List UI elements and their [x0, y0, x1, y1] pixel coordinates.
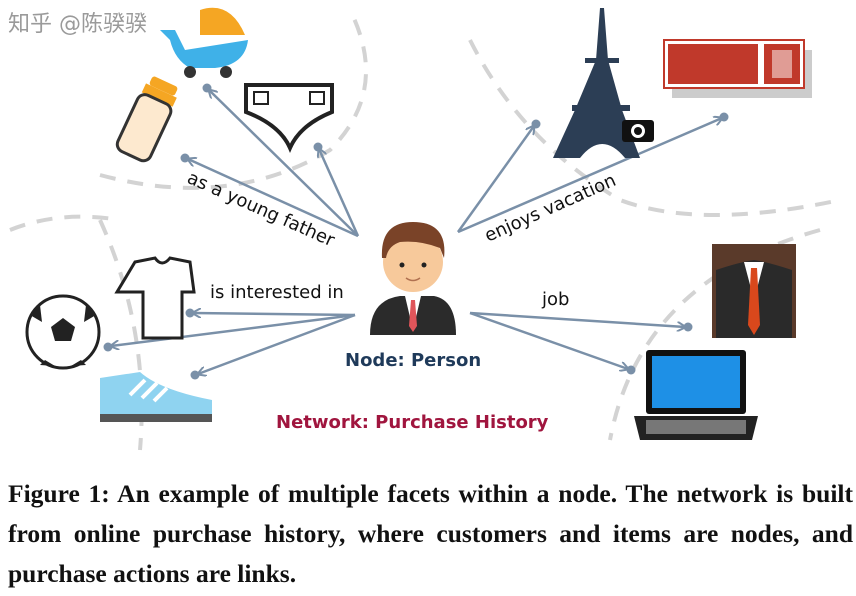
figure-diagram: as a young father enjoys vacation is int…	[9, 7, 841, 451]
person-icon	[370, 222, 456, 335]
label-interested-in: is interested in	[210, 282, 344, 303]
edge-endpoints	[103, 83, 729, 380]
edge-suit	[469, 311, 685, 327]
figure-caption: Figure 1: An example of multiple facets …	[8, 479, 853, 588]
eiffel-tower-icon	[553, 8, 640, 158]
tshirt-icon	[114, 256, 196, 340]
sneaker-icon	[100, 372, 212, 422]
camera-icon	[622, 120, 654, 142]
edge-ball	[111, 313, 356, 346]
stroller-icon	[160, 7, 248, 78]
edge-shirt	[193, 313, 356, 315]
watermark: 知乎 @陈骙骙	[8, 12, 147, 37]
network-label: Network: Purchase History	[276, 412, 549, 433]
edge-stroller	[209, 90, 359, 237]
edge-laptop	[469, 311, 628, 369]
diaper-icon	[244, 83, 334, 154]
label-job: job	[541, 289, 569, 310]
label-young-father: as a young father	[184, 167, 338, 251]
soccer-ball-icon	[25, 294, 101, 370]
edge-ticket	[457, 118, 722, 234]
suit-icon	[712, 244, 796, 338]
boundary-interest-top	[9, 214, 121, 232]
label-enjoys-vacation: enjoys vacation	[481, 170, 619, 247]
baby-bottle-icon	[115, 76, 178, 163]
edges	[111, 90, 722, 374]
edge-eiffel	[456, 126, 534, 233]
edge-diaper	[319, 149, 360, 237]
ticket-icon	[663, 39, 812, 98]
node-label: Node: Person	[345, 350, 481, 371]
edge-bottle	[188, 159, 359, 238]
boundary-vacation	[468, 39, 841, 217]
edge-shoe	[198, 313, 356, 374]
laptop-icon	[634, 350, 758, 440]
